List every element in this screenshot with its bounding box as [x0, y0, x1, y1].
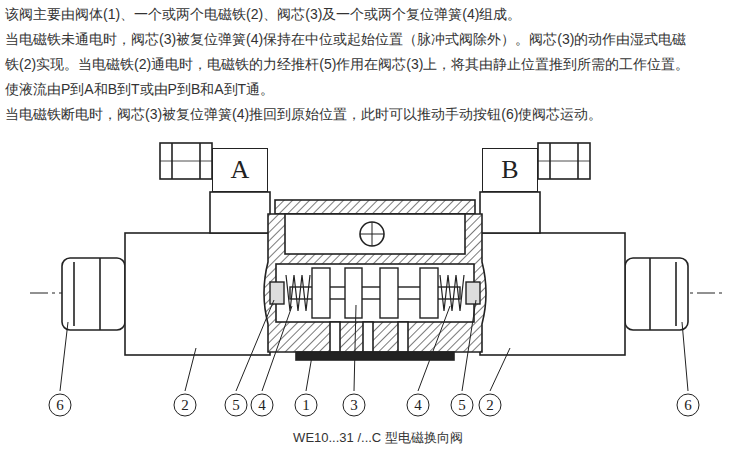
leader-line: [185, 348, 196, 391]
callout-circle: [479, 394, 501, 416]
callout-circle: [49, 394, 71, 416]
callout-number: 4: [258, 396, 266, 414]
callout-number: 1: [302, 396, 310, 414]
note-text: 当电磁铁未通电时，阀芯(3)被复位弹簧(4)保持在中位或起始位置（脉冲式阀除外）…: [5, 31, 686, 48]
connector-box: B: [482, 148, 538, 192]
leader-line: [262, 306, 292, 391]
note-text: 当电磁铁断电时，阀芯(3)被复位弹簧(4)推回到原始位置，此时可以推动手动按钮(…: [5, 106, 602, 123]
callout-circle: [677, 394, 699, 416]
callout-number: 2: [181, 396, 189, 414]
leader-line: [60, 322, 68, 391]
spring: [286, 275, 464, 311]
callout-circle: [225, 394, 247, 416]
solenoid: [62, 143, 270, 355]
valve-body: [264, 200, 486, 360]
callout-number: 5: [232, 396, 240, 414]
solenoid: [480, 143, 688, 355]
leader-line: [462, 300, 476, 391]
port-letter: B: [501, 156, 518, 185]
callout-number: 3: [350, 396, 358, 414]
connector-box: A: [212, 148, 268, 192]
leader-line: [418, 306, 450, 391]
caption: WE10...31 /...C 型电磁换向阀: [293, 430, 463, 446]
callout-number: 2: [486, 396, 494, 414]
callout-circle: [295, 394, 317, 416]
leader-line: [354, 305, 356, 391]
callout-number: 4: [414, 396, 422, 414]
leader-line: [306, 356, 312, 391]
callout-circle: [451, 394, 473, 416]
port-letter: A: [231, 156, 250, 185]
leader-line: [682, 322, 688, 391]
callout-circle: [407, 394, 429, 416]
callout-number: 6: [684, 396, 692, 414]
note-text: 该阀主要由阀体(1)、一个或两个电磁铁(2)、阀芯(3)及一个或两个复位弹簧(4…: [5, 6, 521, 23]
callout-circle: [343, 394, 365, 416]
leader-line: [236, 300, 274, 391]
note-text: 使液流由P到A和B到T或由P到B和A到T通。: [5, 81, 274, 98]
note-text: 铁(2)实现。当电磁铁(2)通电时，电磁铁的力经推杆(5)作用在阀芯(3)上，将…: [5, 56, 689, 73]
leader-lines: [49, 300, 699, 416]
callout-number: 5: [458, 396, 466, 414]
leader-line: [490, 348, 510, 391]
callout-circle: [251, 394, 273, 416]
callout-number: 6: [56, 396, 64, 414]
callout-circle: [174, 394, 196, 416]
